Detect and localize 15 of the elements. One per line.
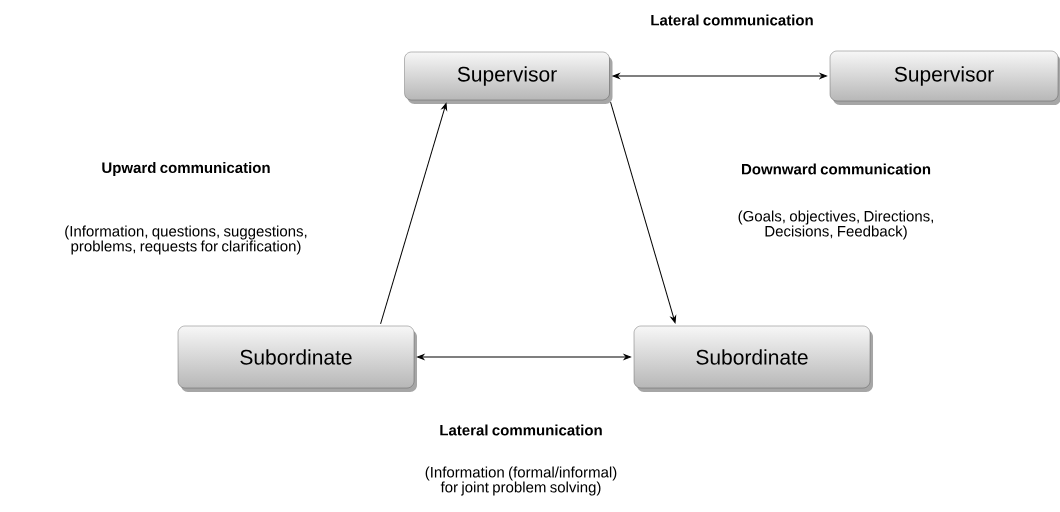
process-box: Supervisor — [404, 51, 613, 104]
process-box: Subordinate — [177, 325, 417, 392]
process-box: Subordinate — [633, 325, 873, 392]
arrow — [610, 101, 677, 324]
process-box: Supervisor — [829, 50, 1060, 105]
description-text: (Information (formal/informal) for joint problem solving) — [425, 466, 617, 496]
description-text: (Information, questions, suggestions, problems, requests for clarification) — [65, 225, 307, 255]
heading-text: Upward communication — [102, 162, 270, 176]
heading-text: Lateral communication — [440, 424, 602, 436]
arrow — [612, 73, 827, 79]
heading-text: Lateral communication — [651, 14, 813, 26]
description-text: (Goals, objectives, Directions, Decisions, Feedback) — [738, 210, 933, 240]
heading-text: Downward communication — [742, 163, 931, 175]
arrow — [417, 354, 631, 360]
arrow — [380, 102, 448, 325]
